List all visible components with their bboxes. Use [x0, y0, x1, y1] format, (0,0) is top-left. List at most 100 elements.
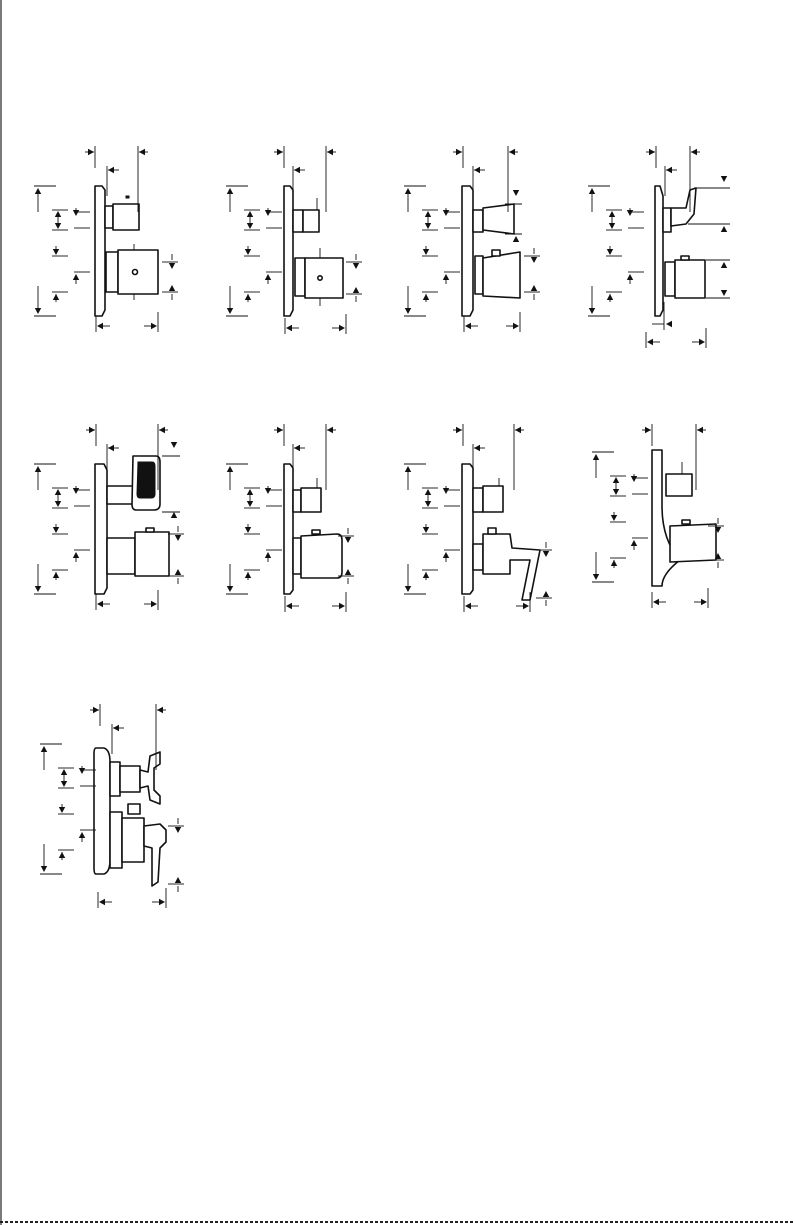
view-3-upper-knob [483, 204, 514, 234]
upper-offset-arrow [443, 488, 449, 494]
overall-height-arrow-bottom [589, 308, 595, 314]
view-2-bottom-arrow-right [339, 325, 345, 331]
view-4-bottom-arrow-left [647, 339, 653, 345]
view-1-stop-mark [126, 196, 129, 198]
view-2-part [284, 186, 343, 316]
view-9-part [94, 748, 166, 886]
view-7-right-arrow-top [543, 551, 549, 557]
upper-spacing-arrow-b [425, 223, 431, 229]
view-7-top-arrow-left [456, 427, 462, 433]
upper-offset-arrow [79, 768, 85, 774]
overall-height-arrow-bottom [593, 574, 599, 580]
view-1-wall-plate [95, 186, 105, 316]
view-7-lever-handle [483, 534, 540, 600]
view-3-right-arrow-bottom [531, 285, 537, 291]
view-8-top-arrow-left [645, 427, 651, 433]
upper-spacing-arrow-a [247, 211, 253, 217]
upper-spacing-arrow-b [613, 489, 619, 495]
view-4-lever-arrow-b [721, 226, 727, 232]
view-4-bottom-arrow-right [699, 339, 705, 345]
view-8-lower-nub [682, 520, 690, 524]
upper-spacing-arrow-b [55, 223, 61, 229]
view-1-top-arrow-right [139, 149, 145, 155]
upper-spacing-arrow-a [425, 489, 431, 495]
overall-height-arrow-bottom [35, 308, 41, 314]
middle-arrow [245, 249, 251, 255]
view-5-bottom-arrow-left [97, 601, 103, 607]
view-1-center-mark [133, 270, 138, 275]
view-4-block-arrow-a [721, 262, 727, 268]
view-3-top-arrow-left [456, 149, 462, 155]
middle-arrow [53, 249, 59, 255]
lower-arrow [59, 852, 65, 858]
view-2-bottom-arrow-left [286, 325, 292, 331]
view-7-left-ladder [404, 464, 460, 594]
upper-offset-arrow [627, 210, 633, 216]
view-1-dims [34, 146, 178, 332]
lower-arrow [607, 294, 613, 300]
view-3-upper-collar [473, 210, 483, 232]
lower-arrow [53, 572, 59, 578]
view-6-bottom-arrow-left [286, 603, 292, 609]
overall-height-arrow-top [405, 466, 411, 472]
view-3-lower-nub [492, 250, 500, 256]
view-4-inner-top-arrow [666, 167, 672, 173]
view-4-left-ladder [588, 186, 644, 316]
view-4-curved-lever [671, 188, 696, 226]
view-2-top-arrow-right [327, 149, 333, 155]
view-6-lower-nub [312, 530, 320, 534]
view-7-lower-collar [473, 544, 483, 570]
overall-height-arrow-top [405, 188, 411, 194]
overall-height-arrow-bottom [227, 586, 233, 592]
view-4-wall-plate [655, 186, 663, 316]
view-7-upper-collar [473, 488, 483, 512]
view-5-wall-plate [95, 464, 107, 594]
upper-spacing-arrow-a [425, 211, 431, 217]
view-8-bottom-arrow-right [701, 599, 707, 605]
view-1-right-arrow-bottom [169, 285, 175, 291]
view-3-lower-collar [475, 256, 483, 294]
view-2-lower-handle [305, 258, 343, 298]
upper-spacing-arrow-b [609, 223, 615, 229]
view-9-lower-cap [128, 804, 140, 814]
middle-arrow-b [627, 274, 633, 280]
overall-height-arrow-bottom [227, 308, 233, 314]
upper-offset-arrow [73, 210, 79, 216]
upper-spacing-arrow-b [247, 223, 253, 229]
view-4-depth-arrow [666, 321, 672, 327]
view-3-lower-handle [483, 252, 520, 298]
view-4-lever-arrow-a [721, 176, 727, 182]
middle-arrow-b [265, 274, 271, 280]
view-8-upper-knob [666, 474, 692, 496]
view-7-top-arrow-right [515, 427, 521, 433]
overall-height-arrow-top [589, 188, 595, 194]
middle-arrow-b [79, 832, 85, 838]
view-3-left-ladder [404, 186, 460, 316]
lower-arrow [611, 560, 617, 566]
upper-spacing-arrow-b [61, 781, 67, 787]
view-5-lower-stem [107, 538, 135, 574]
view-3-right-arrow-top [531, 257, 537, 263]
overall-height-arrow-bottom [405, 308, 411, 314]
view-3-upper-arrow-a [513, 190, 519, 196]
view-5-loop-arrow [171, 442, 177, 448]
view-1-right-arrow-top [169, 263, 175, 269]
view-9-bottom-arrow-left [99, 899, 105, 905]
view-5-loop-inner [137, 462, 155, 498]
view-5-lower-nub [146, 528, 154, 532]
view-9-lower-collar [110, 812, 122, 868]
view-7-inner-top-arrow [474, 445, 480, 451]
upper-spacing-arrow-a [247, 489, 253, 495]
upper-offset-arrow [631, 476, 637, 482]
view-7-part [462, 464, 540, 600]
view-3-bottom-arrow-right [513, 323, 519, 329]
view-4-lower-block [675, 260, 705, 298]
view-3-part [462, 186, 520, 316]
view-6-top-arrow-right [327, 427, 333, 433]
view-8-bottom-arrow-left [653, 599, 659, 605]
view-8-curved-escutcheon [652, 450, 680, 586]
view-2-upper-knob [303, 210, 319, 232]
middle-arrow-b [443, 552, 449, 558]
middle-arrow-b [265, 552, 271, 558]
